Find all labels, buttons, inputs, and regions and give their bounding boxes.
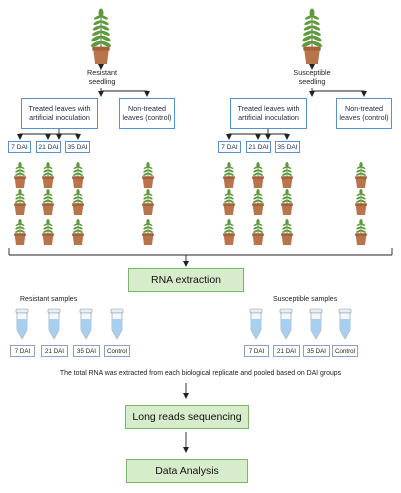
potted-plant-icon-5-1 — [252, 188, 264, 215]
potted-plant-icon-1-2 — [42, 218, 54, 245]
resistant-sample-label-control: Control — [104, 345, 130, 357]
data-analysis-step: Data Analysis — [126, 459, 248, 483]
potted-plant-icon-7-2 — [355, 218, 367, 245]
susceptible-tube-icon-3 — [338, 308, 352, 340]
susceptible-tube-icon-2 — [309, 308, 323, 340]
potted-plant-icon-5-0 — [252, 161, 264, 188]
resistant-sample-label-35dai: 35 DAI — [73, 345, 100, 357]
resistant-sample-label-7dai: 7 DAI — [10, 345, 35, 357]
potted-plant-icon-4-1 — [223, 188, 235, 215]
susceptible-sample-label-21dai: 21 DAI — [273, 345, 300, 357]
potted-plant-icon-4-0 — [223, 161, 235, 188]
susceptible-sample-label-control: Control — [332, 345, 358, 357]
susceptible-dai-35: 35 DAI — [275, 141, 300, 153]
susceptible-samples-title: Susceptible samples — [273, 296, 338, 303]
potted-plant-icon-2-1 — [72, 188, 84, 215]
resistant-dai-21: 21 DAI — [36, 141, 61, 153]
resistant-samples-title: Resistant samples — [20, 296, 78, 303]
potted-plant-icon-6-0 — [281, 161, 293, 188]
resistant-tube-icon-1 — [47, 308, 61, 340]
potted-plant-icon-2-2 — [72, 218, 84, 245]
susceptible-tube-icon-1 — [279, 308, 293, 340]
resistant-dai-7: 7 DAI — [8, 141, 31, 153]
potted-plant-icon-7-0 — [355, 161, 367, 188]
potted-plant-icon-0-1 — [14, 188, 26, 215]
potted-plant-icon-0-2 — [14, 218, 26, 245]
susceptible-sample-label-35dai: 35 DAI — [303, 345, 330, 357]
potted-plant-icon-5-2 — [252, 218, 264, 245]
potted-plant-icon-4-2 — [223, 218, 235, 245]
potted-plant-icon-1-0 — [42, 161, 54, 188]
resistant-dai-35: 35 DAI — [65, 141, 90, 153]
resistant-sample-label-21dai: 21 DAI — [41, 345, 68, 357]
susceptible-dai-7: 7 DAI — [218, 141, 241, 153]
potted-plant-icon-3-1 — [142, 188, 154, 215]
resistant-seedling-label: Resistant seedling — [87, 68, 117, 86]
potted-plant-icon-0-0 — [14, 161, 26, 188]
susceptible-sample-label-7dai: 7 DAI — [244, 345, 269, 357]
potted-plant-icon-3-0 — [142, 161, 154, 188]
potted-plant-icon-1-1 — [42, 188, 54, 215]
resistant-tube-icon-3 — [110, 308, 124, 340]
potted-plant-icon-3-2 — [142, 218, 154, 245]
resistant-control-box: Non-treated leaves (control) — [119, 98, 175, 129]
resistant-treated-box: Treated leaves with artificial inoculati… — [21, 98, 98, 129]
pooling-note: The total RNA was extracted from each bi… — [59, 370, 342, 377]
rna-extraction-step: RNA extraction — [128, 268, 244, 292]
potted-plant-icon-6-1 — [281, 188, 293, 215]
potted-plant-icon-6-2 — [281, 218, 293, 245]
potted-plant-icon-7-1 — [355, 188, 367, 215]
resistant-tube-icon-2 — [79, 308, 93, 340]
resistant-seedling-icon — [90, 8, 112, 64]
potted-plant-icon-2-0 — [72, 161, 84, 188]
susceptible-treated-box: Treated leaves with artificial inoculati… — [230, 98, 307, 129]
sequencing-step: Long reads sequencing — [125, 405, 249, 429]
susceptible-dai-21: 21 DAI — [246, 141, 271, 153]
susceptible-control-box: Non-treated leaves (control) — [336, 98, 392, 129]
resistant-tube-icon-0 — [15, 308, 29, 340]
susceptible-tube-icon-0 — [249, 308, 263, 340]
susceptible-seedling-label: Susceptible seedling — [293, 68, 331, 86]
susceptible-seedling-icon — [301, 8, 323, 64]
